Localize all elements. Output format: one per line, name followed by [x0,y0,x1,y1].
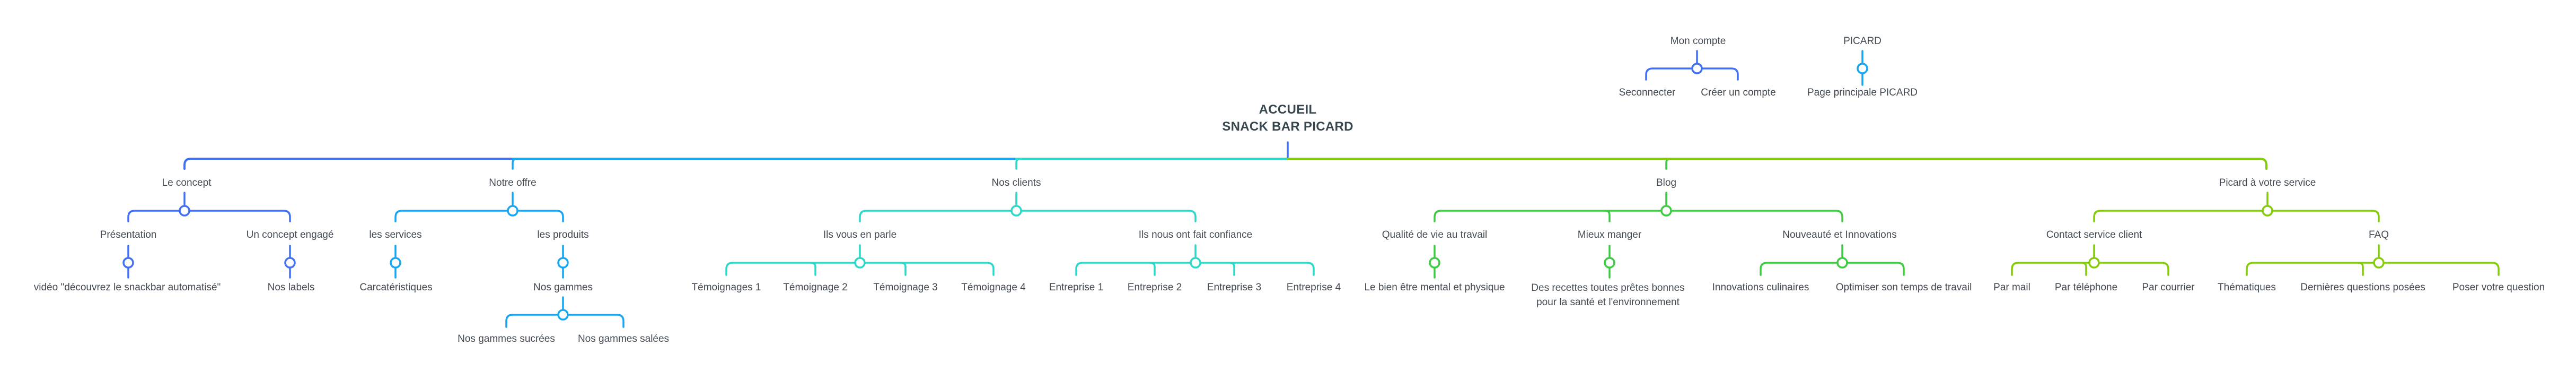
junction-circle [122,257,134,269]
junction-circle [1836,257,1848,269]
connector-group-lightblue [390,50,1868,328]
node-nos-labels[interactable]: Nos labels [267,282,315,293]
node-innovations-culinaires[interactable]: Innovations culinaires [1712,282,1809,293]
node-ils-vous-en-parle[interactable]: Ils vous en parle [823,229,897,240]
node-creer-un-compte[interactable]: Créer un compte [1701,87,1776,98]
node-recettes-sante-environnement[interactable]: Des recettes toutes prêtes bonnes pour l… [1531,282,1685,308]
node-mon-compte[interactable]: Mon compte [1670,36,1726,47]
connector-line [1604,210,1611,222]
node-caracteristiques[interactable]: Carcatéristiques [359,282,433,293]
root-node-home[interactable]: ACCUEIL SNACK BAR PICARD [1222,101,1353,135]
node-nos-gammes-salees[interactable]: Nos gammes salées [577,333,670,344]
connector-line [127,210,291,222]
node-ils-nous-ont-fait-confiance[interactable]: Ils nous ont fait confiance [1138,229,1253,240]
connector-line [2093,210,2380,222]
node-presentation[interactable]: Présentation [100,229,157,240]
node-bien-etre-mental-physique[interactable]: Le bien être mental et physique [1364,282,1505,293]
root-title-line1: ACCUEIL [1259,102,1317,117]
junction-circle [2088,257,2100,269]
node-notre-offre[interactable]: Notre offre [489,177,537,188]
connector-line [1149,262,1156,276]
junction-circle [507,205,518,217]
node-entreprise-2[interactable]: Entreprise 2 [1127,282,1182,293]
connector-line [810,262,816,276]
node-nos-clients[interactable]: Nos clients [991,177,1041,188]
node-nos-gammes[interactable]: Nos gammes [533,282,593,293]
connector-group-blue [122,50,1739,279]
node-nos-gammes-sucrees[interactable]: Nos gammes sucrées [458,333,555,344]
junction-circle [1691,63,1703,74]
junction-circle [1190,257,1201,269]
node-faq[interactable]: FAQ [2368,229,2389,240]
connector-group-chartreuse [1287,158,2500,276]
junction-circle [2373,257,2385,269]
node-entreprise-1[interactable]: Entreprise 1 [1049,282,1104,293]
node-dernieres-questions-posees[interactable]: Dernières questions posées [2300,282,2425,293]
node-temoignage-2[interactable]: Témoignage 2 [783,282,848,293]
node-temoignage-3[interactable]: Témoignage 3 [873,282,938,293]
rail-segment [183,158,514,170]
node-optimiser-temps-travail[interactable]: Optimiser son temps de travail [1835,282,1972,293]
connector-line [394,210,564,222]
connector-line [1760,262,1905,276]
node-seconnecter[interactable]: Seconnecter [1619,87,1676,98]
rail-drop [1015,158,1022,170]
node-nouveaute-et-innovations[interactable]: Nouveauté et Innovations [1782,229,1897,240]
connector-line [1229,262,1235,276]
rail-drop [1665,158,1672,170]
node-blog[interactable]: Blog [1656,177,1677,188]
junction-circle [2262,205,2273,217]
junction-circle [1604,257,1615,269]
node-un-concept-engage[interactable]: Un concept engagé [246,229,334,240]
junction-circle [1429,257,1440,269]
junction-circle [1660,205,1672,217]
junction-circle [284,257,296,269]
node-par-mail[interactable]: Par mail [1993,282,2030,293]
connector-line [2246,262,2500,276]
node-thematiques[interactable]: Thématiques [2218,282,2276,293]
node-les-produits[interactable]: les produits [537,229,589,240]
junction-circle [854,257,866,269]
rail-segment [1287,158,2267,170]
node-qualite-de-vie-au-travail[interactable]: Qualité de vie au travail [1382,229,1488,240]
node-entreprise-4[interactable]: Entreprise 4 [1286,282,1341,293]
connector-line [1434,210,1843,222]
connector-group-green [1429,158,1905,279]
junction-circle [1857,63,1868,74]
node-le-concept[interactable]: Le concept [162,177,212,188]
node-picard[interactable]: PICARD [1843,36,1882,47]
connector-group-teal [725,158,1315,276]
node-contact-service-client[interactable]: Contact service client [2046,229,2142,240]
node-poser-votre-question[interactable]: Poser votre question [2452,282,2545,293]
node-les-services[interactable]: les services [369,229,422,240]
junction-circle [390,257,401,269]
node-page-principale-picard[interactable]: Page principale PICARD [1807,87,1918,98]
connector-line [2358,262,2364,276]
node-temoignage-1[interactable]: Témoignages 1 [691,282,761,293]
connector-line [859,210,1197,222]
node-entreprise-3[interactable]: Entreprise 3 [1207,282,1262,293]
junction-circle [1010,205,1022,217]
rail-drop [512,158,518,170]
node-temoignage-4[interactable]: Témoignage 4 [961,282,1026,293]
junction-circle [557,309,569,321]
node-picard-a-votre-service[interactable]: Picard à votre service [2219,177,2316,188]
node-par-telephone[interactable]: Par téléphone [2054,282,2118,293]
connector-line [2081,262,2087,276]
node-video-snackbar[interactable]: vidéo "découvrez le snackbar automatisé" [33,282,221,293]
junction-circle [557,257,569,269]
junction-circle [179,205,190,217]
node-mieux-manger[interactable]: Mieux manger [1577,229,1642,240]
node-par-courrier[interactable]: Par courrier [2142,282,2195,293]
connector-line [900,262,907,276]
root-title-line2: SNACK BAR PICARD [1222,119,1353,134]
